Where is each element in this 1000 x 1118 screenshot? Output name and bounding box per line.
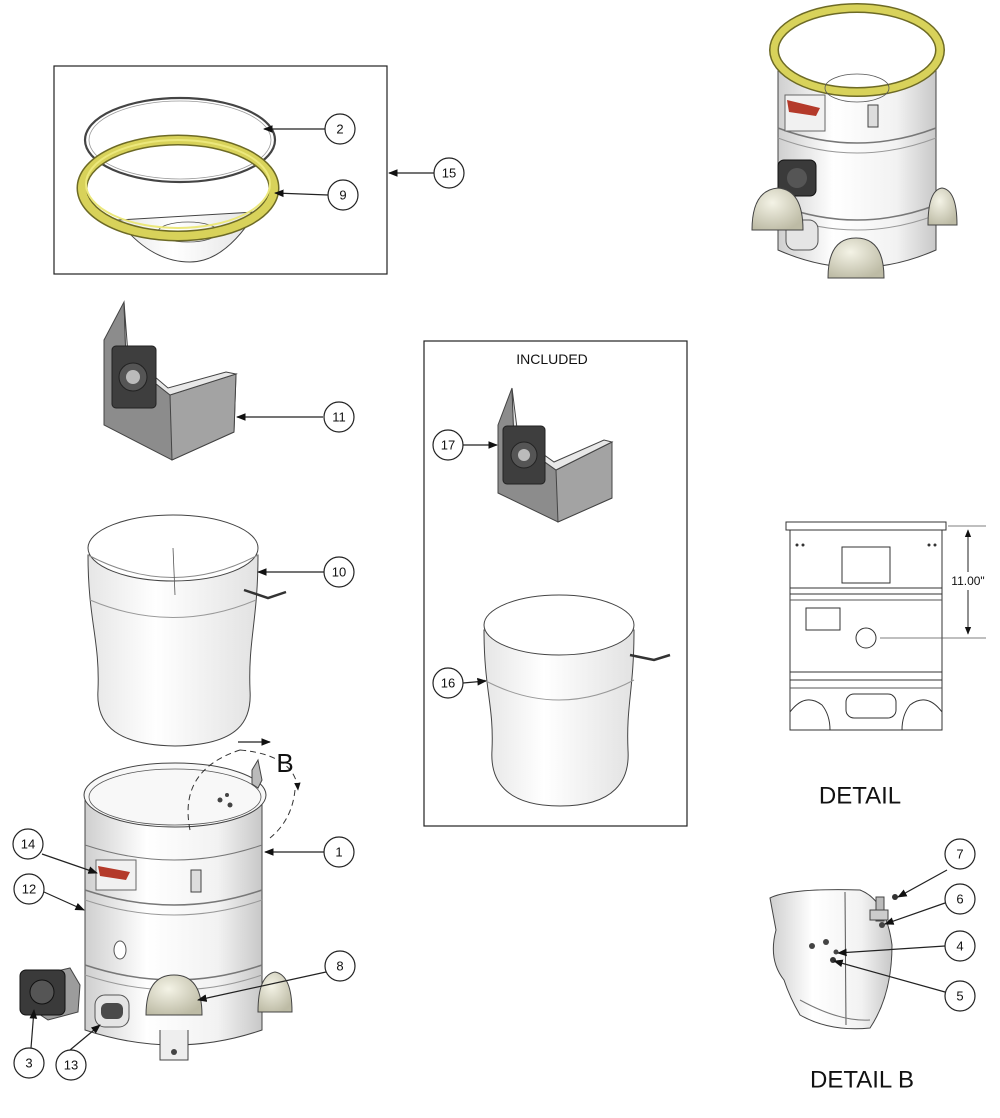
callout-bubbles: 2 9 15 11 10 17 16 1 14 12 8 3 13 7 6 4 5 [12, 113, 976, 1081]
included-heading: INCLUDED [516, 351, 588, 367]
callout-circle [13, 1047, 45, 1079]
included-frame [423, 340, 688, 827]
callout-11: 11 [323, 401, 355, 433]
cartridge-filter [87, 514, 287, 747]
callout-number: 15 [442, 166, 456, 181]
callout-3: 3 [13, 1047, 45, 1079]
callout-circle [12, 828, 44, 860]
callout-15: 15 [433, 157, 465, 189]
detail-b-view [769, 889, 898, 1030]
callout-number: 8 [336, 959, 343, 974]
leader-lines [29, 125, 948, 1051]
callout-9: 9 [327, 179, 359, 211]
callout-8: 8 [324, 950, 356, 982]
detail-b-caption: DETAIL B [810, 1067, 914, 1094]
callout-circle [55, 1049, 87, 1081]
callout-6: 6 [944, 883, 976, 915]
callout-circle [944, 838, 976, 870]
filter-bag [103, 300, 238, 461]
callout-13: 13 [55, 1049, 87, 1081]
lid-gasket-ring [83, 96, 277, 184]
callout-number: 5 [956, 989, 963, 1004]
callout-number: 9 [339, 188, 346, 203]
callout-5: 5 [944, 980, 976, 1012]
callout-circle [324, 113, 356, 145]
callout-circle [432, 667, 464, 699]
lid-assembly-group [53, 65, 388, 275]
callout-1: 1 [323, 836, 355, 868]
callout-circle [433, 157, 465, 189]
callout-10: 10 [323, 556, 355, 588]
callout-circle [944, 930, 976, 962]
callout-circle [944, 883, 976, 915]
dimension-label: 11.00" [951, 574, 984, 588]
callout-circle [327, 179, 359, 211]
lid-assembly-frame [53, 65, 388, 275]
callout-number: 11 [332, 410, 346, 425]
callout-12: 12 [13, 873, 45, 905]
callout-14: 14 [12, 828, 44, 860]
view-b-label: B [276, 748, 293, 778]
callout-circle [323, 401, 355, 433]
callout-number: 7 [956, 847, 963, 862]
callout-circle [432, 429, 464, 461]
callout-number: 13 [64, 1058, 78, 1073]
detail-side-view: 11.00" [785, 521, 992, 731]
callout-number: 16 [441, 676, 455, 691]
callout-number: 10 [332, 565, 346, 580]
callout-2: 2 [324, 113, 356, 145]
assembled-vacuum [751, 3, 958, 279]
callout-number: 4 [956, 939, 963, 954]
callout-circle [944, 980, 976, 1012]
callout-circle [323, 556, 355, 588]
detail-caption: DETAIL [819, 783, 901, 810]
callout-number: 14 [21, 837, 35, 852]
callout-number: 1 [335, 845, 342, 860]
callout-number: 17 [441, 438, 455, 453]
callout-17: 17 [432, 429, 464, 461]
callout-4: 4 [944, 930, 976, 962]
included-box: INCLUDED [423, 340, 688, 827]
callout-circle [324, 950, 356, 982]
callout-16: 16 [432, 667, 464, 699]
callout-7: 7 [944, 838, 976, 870]
callout-number: 2 [336, 122, 343, 137]
callout-circle [323, 836, 355, 868]
callout-circle [13, 873, 45, 905]
callout-number: 12 [22, 882, 36, 897]
callout-number: 3 [25, 1056, 32, 1071]
callout-number: 6 [956, 892, 963, 907]
main-tank: B [19, 738, 301, 1061]
